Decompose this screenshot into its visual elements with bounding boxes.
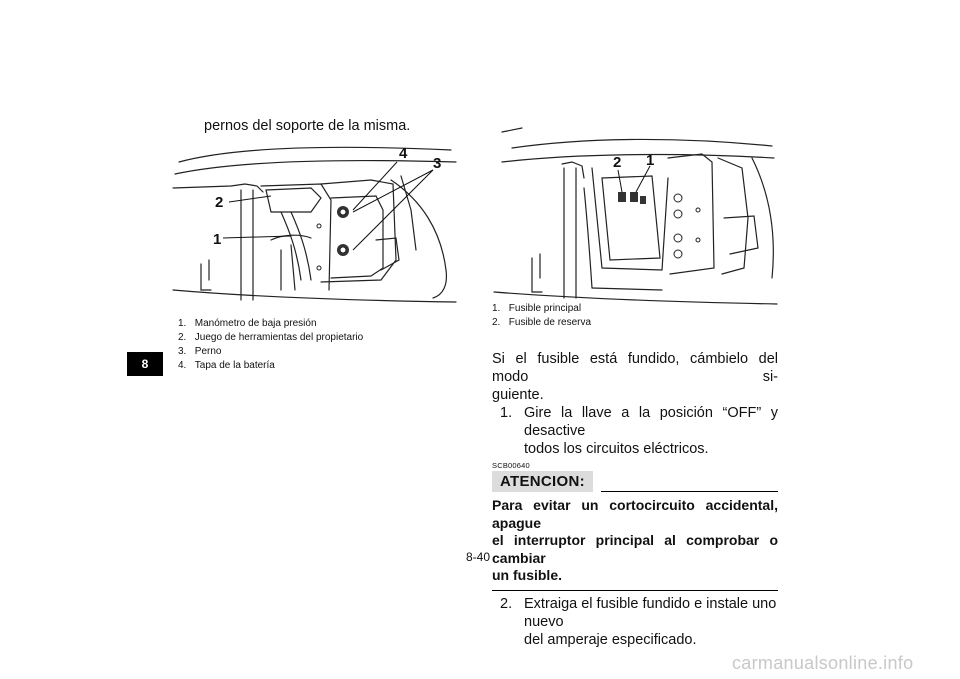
callout-3: 3 [433,155,441,172]
callout-2: 2 [613,154,621,171]
caption-item: 4. Tapa de la batería [178,360,275,371]
atencion-label: ATENCION: [492,471,593,492]
step-2: 2. Extraiga el fusible fundido e instale… [492,595,778,649]
caption-item: 1. Manómetro de baja presión [178,318,317,329]
caption-item: 2. Fusible de reserva [492,317,592,328]
step-2-line-1: Extraiga el fusible fundido e instale un… [524,595,777,630]
caption-item: 3. Perno [178,346,222,357]
warning-line-2: el interruptor principal al comprobar o … [492,532,778,566]
reference-code: SCB00640 [492,461,530,470]
intro-line-1: Si el fusible está fundido, cámbielo del… [492,351,778,385]
callout-2: 2 [215,194,223,211]
fuse-box-illustration: 2 1 [492,118,782,306]
warning-end-rule [492,589,778,591]
warning-line-1: Para evitar un cortocircuito accidental,… [492,497,778,531]
atencion-rule [600,491,778,492]
step-2-line-2: del amperaje especificado. [524,631,697,648]
battery-compartment-illustration: 4 3 2 1 [171,140,463,306]
caption-item: 1. Fusible principal [492,303,582,314]
step-1-line-2: todos los circuitos eléctricos. [524,441,709,457]
step-number: 1. [500,405,513,421]
page-number: 8-40 [466,550,491,564]
intro-line-2: guiente. [492,387,544,403]
chapter-tab: 8 [127,352,163,376]
callout-4: 4 [399,145,408,162]
warning-line-3: un fusible. [492,567,562,583]
step-1: 1. Gire la llave a la posición “OFF” y d… [492,404,778,458]
instructions-block: Si el fusible está fundido, cámbielo del… [492,350,778,649]
warning-text: Para evitar un cortocircuito accidental,… [492,497,778,585]
caption-item: 2. Juego de herramientas del propietario [178,332,364,343]
left-figure-captions: 1. Manómetro de baja presión 2. Juego de… [178,317,418,373]
callout-1: 1 [213,231,221,248]
step-number: 2. [500,595,513,612]
watermark: carmanualsonline.info [732,653,914,673]
callout-1: 1 [646,152,654,169]
step-1-line-1: Gire la llave a la posición “OFF” y desa… [524,405,778,439]
lead-text: pernos del soporte de la misma. [204,118,411,134]
right-figure-captions: 1. Fusible principal 2. Fusible de reser… [492,302,772,330]
atencion-header: ATENCION: [492,471,778,492]
